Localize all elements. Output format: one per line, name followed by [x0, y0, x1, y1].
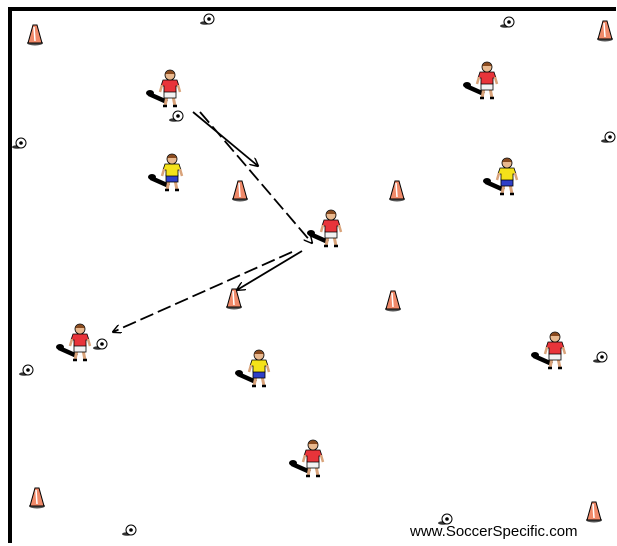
yellow-player-lower [235, 350, 269, 386]
pass-arrow-2 [113, 252, 292, 332]
ball-right-lower [593, 352, 607, 363]
ball-right-upper [601, 132, 615, 143]
ball-at-feet [169, 111, 183, 122]
cone-lower-right [385, 291, 401, 312]
ball-at-feet [93, 339, 107, 350]
cone-top-left [27, 25, 43, 46]
red-player-top-left [146, 70, 180, 106]
website-credit: www.SoccerSpecific.com [410, 523, 578, 540]
ball-bottom-left [122, 525, 136, 536]
pass-arrow-1 [200, 112, 312, 243]
cone-top-right [597, 21, 613, 42]
ball-left-lower [19, 365, 33, 376]
cone-bottom-left [29, 488, 45, 509]
yellow-player-upper-right [483, 158, 517, 194]
red-player-left [56, 324, 90, 360]
cone-bottom-right [586, 502, 602, 523]
cone-lower-left [226, 289, 242, 310]
red-player-bottom [289, 440, 323, 476]
yellow-player-upper-left [148, 154, 182, 190]
ball-top-right [500, 17, 514, 28]
ball-top-mid [200, 14, 214, 25]
ball-left-upper [12, 138, 26, 149]
red-player-right [531, 332, 565, 368]
red-player-center [307, 210, 341, 246]
run-arrow-1 [193, 112, 258, 166]
run-arrow-2 [237, 251, 302, 290]
cone-center-right [389, 181, 405, 202]
cone-center-left [232, 181, 248, 202]
red-player-top-right [463, 62, 497, 98]
